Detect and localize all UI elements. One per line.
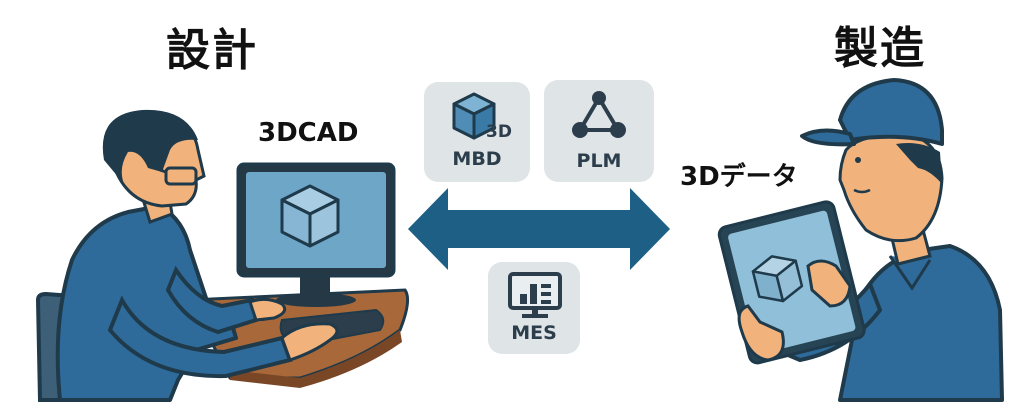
- tablet-cube-icon: [751, 255, 804, 303]
- tile-plm-label: PLM: [576, 150, 622, 172]
- manufacturing-heading: 製造: [834, 23, 926, 74]
- 3d-data-label: 3Dデータ: [680, 162, 798, 192]
- worker-hand-right: [806, 259, 852, 308]
- tile-mbd: 3D MBD: [424, 82, 530, 182]
- tile-mes: MES: [488, 262, 580, 354]
- designer-hand-mouse: [248, 297, 287, 322]
- designer-illustration: [35, 109, 410, 402]
- designer-arm-back: [165, 265, 259, 335]
- worker-torso: [838, 244, 1004, 402]
- worker-hair: [896, 143, 942, 184]
- monitor-chart-icon: [508, 272, 562, 318]
- cad-label: 3DCAD: [258, 118, 359, 148]
- network-triangle-icon: [572, 91, 626, 138]
- tile-mbd-label: MBD: [452, 148, 502, 170]
- designer-hand-keyboard: [280, 322, 339, 362]
- screen-cube-icon: [280, 184, 340, 248]
- designer-hair: [102, 109, 198, 184]
- cap-icon: [838, 78, 944, 146]
- worker-hand-left: [737, 304, 785, 362]
- 3d-badge: 3D: [486, 122, 512, 142]
- glasses-icon: [159, 166, 198, 186]
- design-heading: 設計: [166, 25, 258, 76]
- cube-3d-icon: [452, 92, 496, 140]
- bidirectional-arrow-icon: [408, 188, 670, 270]
- tile-plm: PLM: [544, 80, 654, 182]
- tile-mes-label: MES: [511, 322, 557, 344]
- worker-illustration: [717, 78, 1004, 402]
